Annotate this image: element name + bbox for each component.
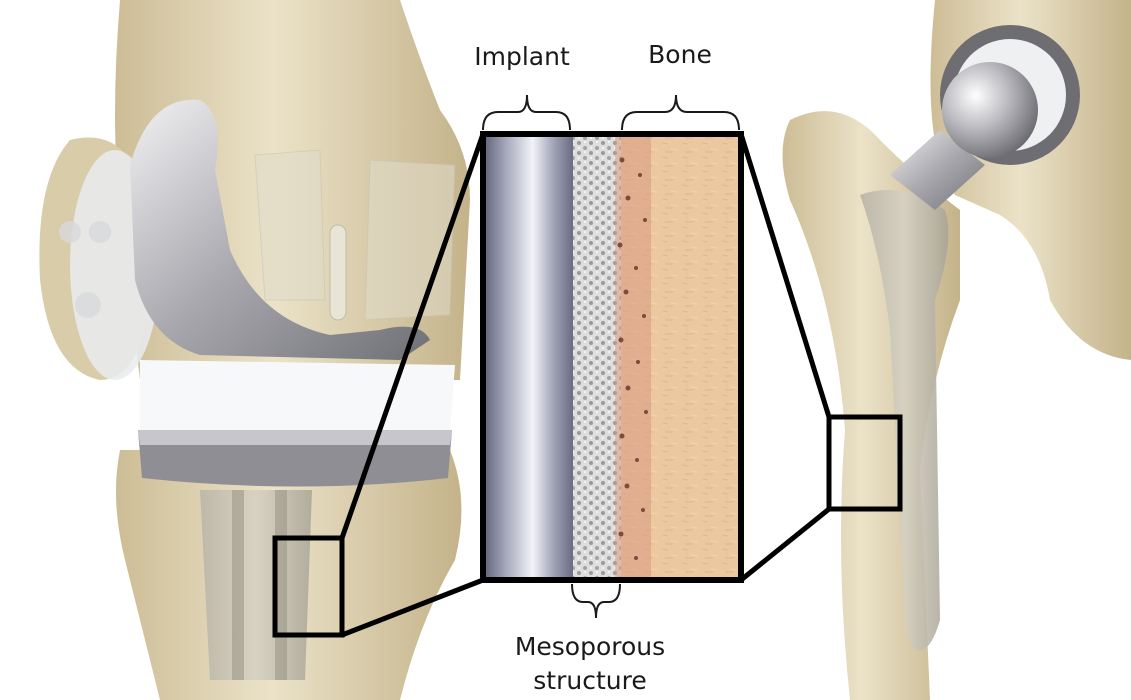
mesoporous-label-line2: structure — [470, 664, 710, 698]
mesoporous-label-line1: Mesoporous — [470, 630, 710, 664]
femoral-peg — [330, 225, 346, 320]
tibial-stem — [200, 490, 312, 680]
implant-brace — [483, 95, 570, 130]
implant-layer — [483, 134, 573, 580]
hip-implant-illustration — [783, 0, 1131, 700]
mesoporous-layer — [573, 134, 621, 580]
bone-label: Bone — [610, 40, 750, 69]
mesoporous-structure-label: Mesoporous structure — [470, 630, 710, 698]
bone-brace — [622, 95, 739, 130]
femoral-head — [942, 62, 1038, 158]
magnified-interface-panel — [483, 134, 741, 580]
implant-label: Implant — [452, 42, 592, 71]
mesoporous-brace — [572, 584, 620, 618]
bone-ingrowth-band — [615, 134, 651, 580]
polyethylene-insert — [140, 360, 455, 430]
